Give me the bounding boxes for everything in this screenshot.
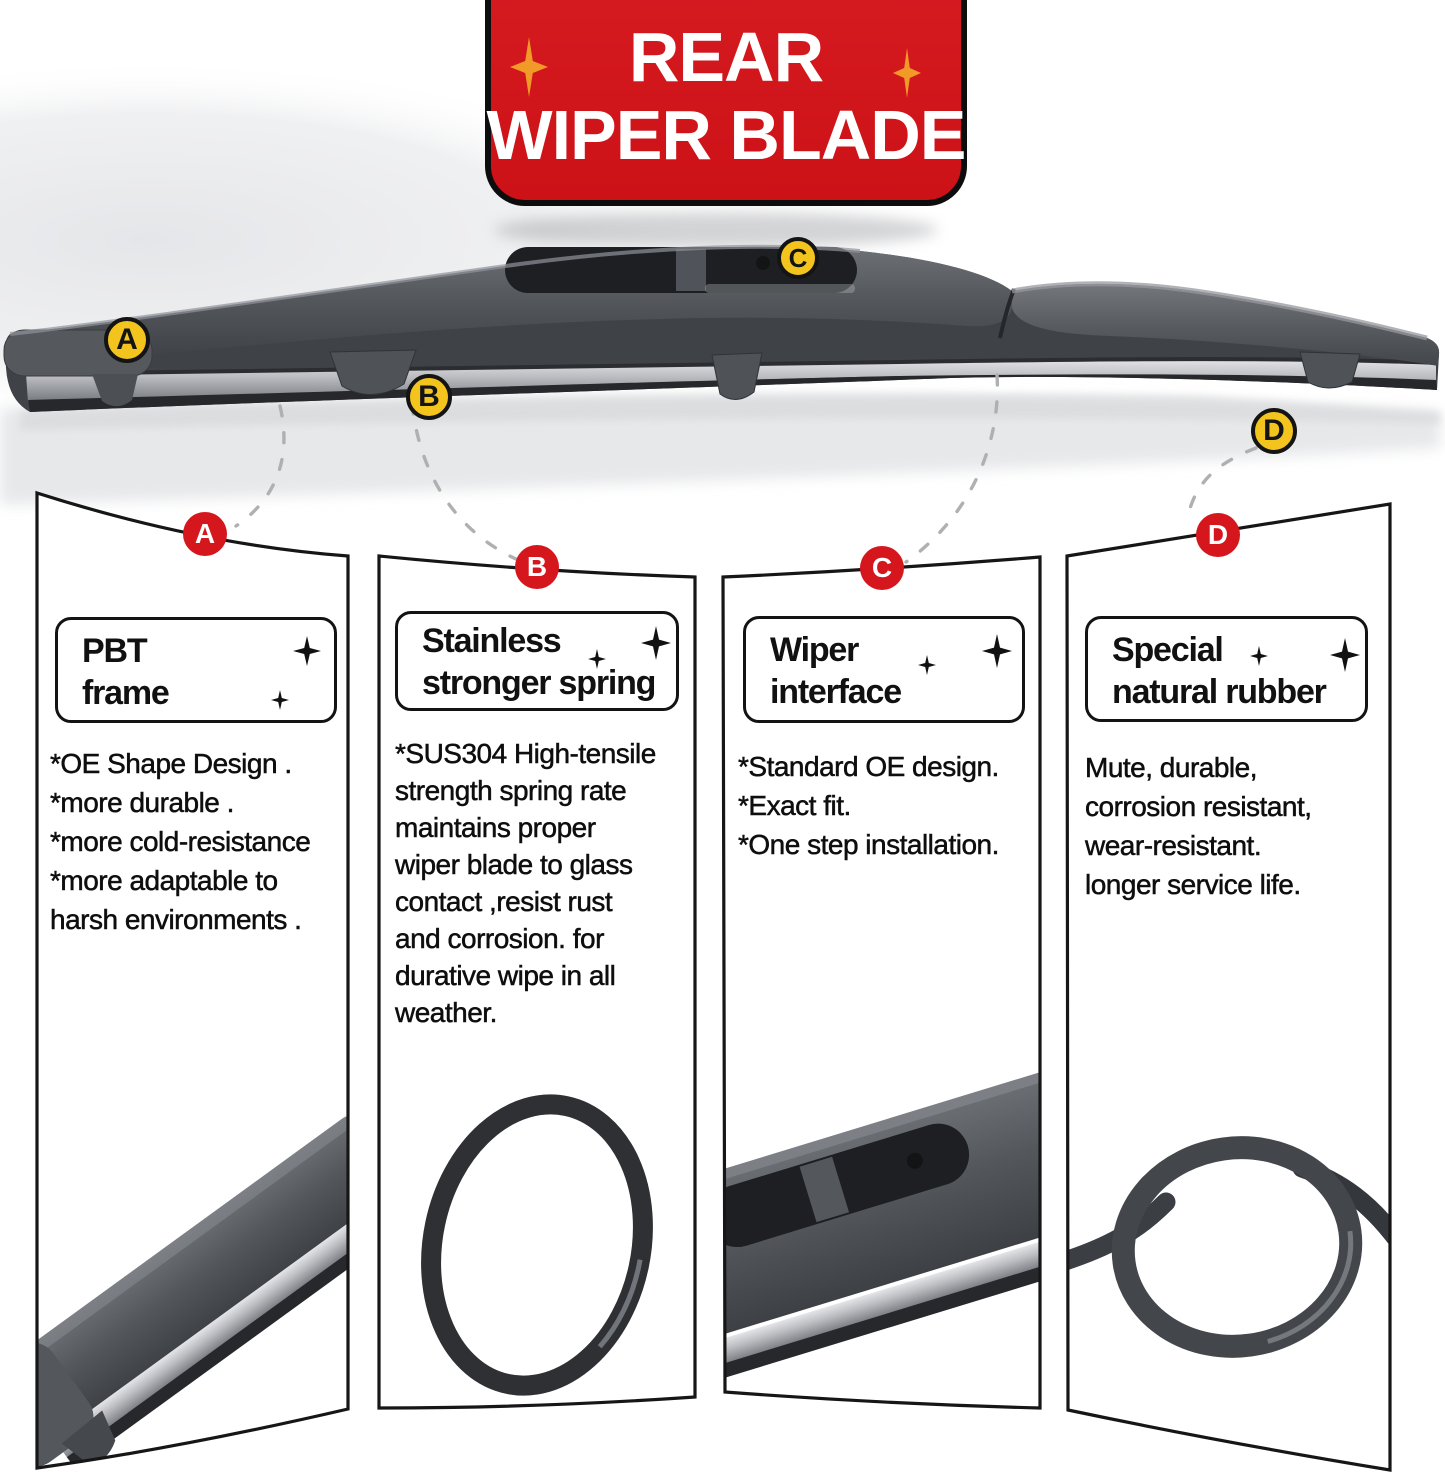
panel-c-photo (723, 1056, 1040, 1395)
body-text-line: Mute, durable, (1085, 752, 1258, 784)
title-line: natural rubber (1112, 673, 1327, 711)
panel-badge-c: C (860, 546, 904, 590)
blade-reflection (0, 393, 1440, 505)
title-line: stronger spring (422, 664, 656, 702)
panel-c-outline (721, 555, 1042, 1410)
panel-d-title-box: Special natural rubber (1085, 616, 1368, 722)
body-text-line: *more cold-resistance (50, 826, 311, 858)
wiper-blade-photo (3, 244, 1440, 412)
panel-b-outline (377, 554, 697, 1410)
panel-badge-b: B (515, 545, 559, 589)
panel-d-photo (1067, 1136, 1390, 1358)
blade-claw-left (329, 349, 417, 395)
banner-title-line1: REAR (628, 18, 824, 96)
blade-claw-right (1299, 351, 1361, 389)
body-text-line: contact ,resist rust (395, 886, 613, 918)
body-text-line: *Standard OE design. (738, 751, 1000, 783)
body-text-line: *SUS304 High-tensile (395, 738, 657, 770)
title-line: Special (1112, 631, 1224, 669)
body-text-line: maintains proper (395, 812, 597, 844)
banner-shadow (494, 212, 938, 248)
connector-b (410, 402, 520, 562)
panel-b-title: Stainless stronger spring (422, 620, 676, 704)
body-text-line: wear-resistant. (1085, 830, 1262, 862)
panel-badge-d: D (1196, 513, 1240, 557)
body-text-line: durative wipe in all (395, 960, 616, 992)
title-line: PBT (82, 632, 148, 670)
body-text-line: *Exact fit. (738, 790, 852, 822)
body-text-line: strength spring rate (395, 775, 627, 807)
body-text-line: wiper blade to glass (395, 849, 633, 881)
body-text-line: *One step installation. (738, 829, 1000, 861)
body-text-line: weather. (395, 997, 498, 1029)
title-banner: REAR WIPER BLADE (485, 0, 967, 206)
panel-outlines (35, 490, 1392, 1472)
panel-b-body-text: *SUS304 High-tensile strength spring rate… (395, 735, 657, 1031)
blade-strip-top-line (25, 357, 1437, 376)
sparkle-icon (893, 48, 921, 98)
panel-badge-a: A (183, 512, 227, 556)
blade-claw-mid (711, 352, 763, 400)
body-text-line: harsh environments . (50, 904, 302, 936)
callout-connectors (234, 373, 1258, 564)
banner-title-line2: WIPER BLADE (486, 96, 967, 174)
panel-d-outline (1065, 502, 1392, 1472)
title-line: Stainless (422, 622, 562, 660)
title-line: frame (82, 674, 170, 712)
blade-marker-c: C (777, 237, 819, 279)
connector-d (1186, 446, 1258, 518)
blade-arm-highlight (1011, 281, 1428, 341)
body-text-line: *OE Shape Design . (50, 748, 293, 780)
panel-d-body-text: Mute, durable, corrosion resistant, wear-r… (1085, 748, 1313, 904)
blade-marker-d: D (1251, 408, 1297, 454)
blade-mount-slot (505, 247, 857, 293)
body-text-line: *more durable . (50, 787, 235, 819)
blade-marker-b: B (406, 374, 452, 420)
blade-tip-claw (92, 374, 138, 407)
panel-a-title: PBT frame (82, 630, 334, 714)
panel-c-title-box: Wiper interface (743, 616, 1025, 723)
panel-b-photo (421, 1094, 653, 1396)
blade-marker-a: A (104, 317, 150, 363)
title-line: interface (770, 673, 902, 711)
connector-a (234, 404, 286, 528)
panel-c-body-text: *Standard OE design. *Exact fit. *One step… (738, 747, 1000, 864)
sparkle-icon (510, 37, 548, 97)
blade-right-arm (1012, 283, 1440, 366)
panel-d-title: Special natural rubber (1112, 629, 1365, 713)
body-text-line: longer service life. (1085, 869, 1302, 901)
body-text-line: *more adaptable to (50, 865, 279, 897)
panel-b-title-box: Stainless stronger spring (395, 611, 679, 711)
body-text-line: corrosion resistant, (1085, 791, 1313, 823)
panel-a-body-text: *OE Shape Design . *more durable . *more c… (50, 744, 311, 939)
panel-a-title-box: PBT frame (55, 617, 337, 723)
panel-c-title: Wiper interface (770, 629, 1022, 713)
title-line: Wiper (770, 631, 859, 669)
body-text-line: and corrosion. for (395, 923, 605, 955)
panel-a-photo (37, 1113, 348, 1468)
panel-a-outline (35, 490, 350, 1470)
